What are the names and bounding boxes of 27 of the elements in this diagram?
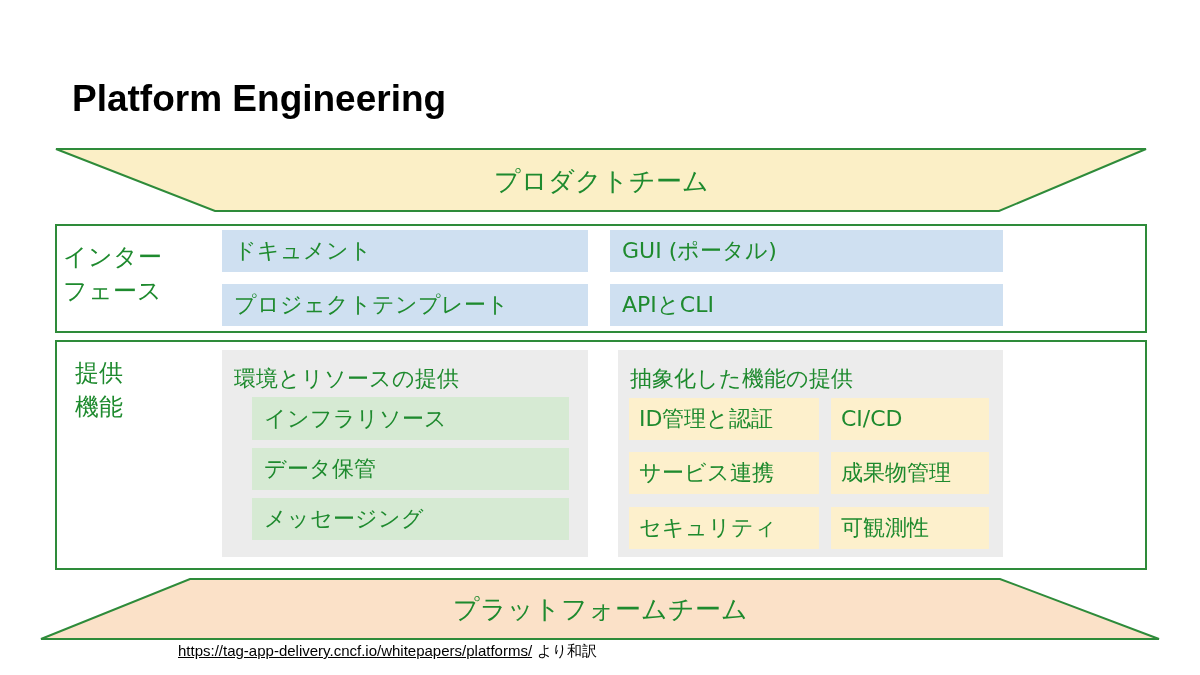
- interface-box: APIとCLI: [610, 284, 1003, 326]
- layer-label: 提供機能: [75, 358, 124, 423]
- resource-box: メッセージング: [252, 498, 569, 540]
- group-panel: [618, 350, 1003, 557]
- interface-box: ドキュメント: [222, 230, 588, 272]
- resource-box: データ保管: [252, 448, 569, 490]
- capability-box: 成果物管理: [831, 452, 989, 494]
- team-band: [55, 148, 1147, 212]
- capability-box: セキュリティ: [629, 507, 819, 549]
- resource-box: インフラリソース: [252, 397, 569, 440]
- interface-box: GUI (ポータル): [610, 230, 1003, 272]
- capability-box: 可観測性: [831, 507, 989, 549]
- slide-title: Platform Engineering: [72, 78, 447, 120]
- layer-panel: [55, 224, 1147, 333]
- group-heading: 環境とリソースの提供: [234, 365, 459, 393]
- team-label: プラットフォームチーム: [451, 593, 749, 626]
- interface-box: プロジェクトテンプレート: [222, 284, 588, 326]
- group-heading: 抽象化した機能の提供: [630, 365, 853, 393]
- layer-label: インターフェース: [63, 242, 163, 307]
- layer-panel: [55, 340, 1147, 570]
- capability-box: サービス連携: [629, 452, 819, 494]
- source-link: https://tag-app-delivery.cncf.io/whitepapers/platforms/: [178, 642, 533, 659]
- team-band: [40, 578, 1160, 640]
- group-panel: [222, 350, 588, 557]
- capability-box: CI/CD: [831, 398, 989, 440]
- capability-box: ID管理と認証: [629, 398, 819, 440]
- team-label: プロダクトチーム: [492, 165, 710, 198]
